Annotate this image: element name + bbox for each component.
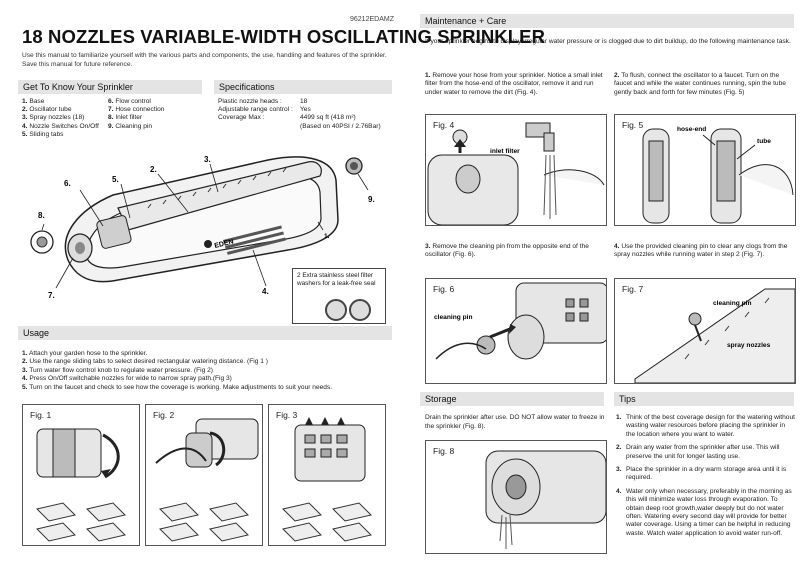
callout-9: 9. [368, 195, 375, 204]
part-item: 2. Oscillator tube [22, 106, 72, 114]
fig-2-illustration [155, 418, 259, 542]
maintenance-step-3: 3. Remove the cleaning pin from the oppo… [425, 243, 589, 259]
fig-1-illustration [36, 428, 126, 542]
part-item: 7. Hose connection [108, 106, 165, 114]
fig-3-illustration [282, 417, 372, 542]
spec-row: (Based on 40PSI / 2.76Bar) [300, 122, 381, 130]
spec-table: Plastic nozzle heads :18 Adjustable rang… [218, 98, 396, 131]
maintenance-header: Maintenance + Care [420, 14, 794, 28]
callout-4: 4. [262, 287, 269, 296]
spec-row: Coverage Max :4499 sq ft (418 m²) [218, 114, 356, 122]
tip-item: 2.Drain any water from the sprinkler aft… [616, 444, 780, 460]
parts-list-col2: 6. Flow control 7. Hose connection 8. In… [108, 98, 164, 131]
cleaning-pin-icon [688, 312, 702, 326]
fig-7-panel: Fig. 7 cleaning pin spray nozzles [614, 278, 796, 384]
storage-heading: Storage [425, 394, 457, 404]
fig-1-label: Fig. 1 [30, 410, 52, 420]
parts-list-col1: 1. Base 2. Oscillator tube 3. Spray nozz… [22, 98, 99, 139]
spec-row: Adjustable range control :Yes [218, 106, 311, 114]
maintenance-step-2: 2. To flush, connect the oscillator to a… [614, 72, 786, 96]
spec-row: Plastic nozzle heads :18 [218, 98, 308, 105]
washer-note-box: 2 Extra stainless steel filter washers f… [292, 268, 386, 324]
fig-6-illustration: cleaning pin [434, 282, 606, 360]
fig-8-label: Fig. 8 [433, 446, 455, 456]
get-to-know-header: Get To Know Your Sprinkler [18, 80, 202, 94]
fig-5-panel: Fig. 5 hose-end tube [614, 114, 796, 226]
callout-7: 7. [48, 291, 55, 300]
get-to-know-heading: Get To Know Your Sprinkler [23, 82, 133, 92]
fig-8-panel: Fig. 8 [425, 440, 607, 554]
sprinkler-diagram: EDEN 1. 2. 3. 4. 5. 6. 7. 8. 9. [30, 155, 375, 300]
tip-item: 4.Water only when necessary, preferably … [616, 487, 792, 537]
callout-2: 2. [150, 165, 157, 174]
part-item: 5. Sliding tabs [22, 130, 64, 138]
callout-8: 8. [38, 211, 45, 220]
part-item: 1. Base [22, 98, 45, 105]
usage-header: Usage [18, 326, 392, 340]
fig-7-illustration: cleaning pin spray nozzles [634, 288, 795, 383]
fig-4-label: Fig. 4 [433, 120, 455, 130]
fig-3-panel: Fig. 3 [268, 404, 386, 546]
fig-4-illustration: inlet filter [427, 122, 605, 225]
fig-6-panel: Fig. 6 cleaning pin [425, 278, 607, 384]
storage-text: Drain the sprinkler after use. DO NOT al… [425, 414, 605, 430]
oscillator-tube [117, 161, 322, 231]
usage-step: 5. Turn on the faucet and check to see h… [22, 383, 333, 391]
usage-step: 4. Press On/Off switchable nozzles for w… [22, 375, 232, 383]
fig-2-label: Fig. 2 [153, 410, 175, 420]
usage-step: 1. Attach your garden hose to the sprink… [22, 350, 148, 357]
intro-text: Use this manual to familiarize yourself … [22, 52, 387, 68]
fig-5-illustration: hose-end tube [642, 126, 794, 224]
usage-heading: Usage [23, 328, 50, 338]
washer-icon [325, 299, 347, 321]
part-item: 6. Flow control [108, 98, 151, 105]
specifications-heading: Specifications [219, 82, 275, 92]
tips-list: 1.Think of the best coverage design for … [616, 414, 796, 543]
tips-heading: Tips [619, 394, 636, 404]
fig-5-label: Fig. 5 [622, 120, 644, 130]
specifications-header: Specifications [214, 80, 392, 94]
document-code: 96212EDAMZ [350, 16, 394, 23]
part-item: 3. Spray nozzles (18) [22, 114, 85, 122]
maintenance-step-1: 1. Remove your hose from your sprinkler.… [425, 72, 603, 96]
brand-logo-icon [204, 240, 212, 248]
callout-6: 6. [64, 179, 71, 188]
fig-6-label: Fig. 6 [433, 284, 455, 294]
fig-4-panel: Fig. 4 inlet filter [425, 114, 607, 226]
usage-step: 3. Turn water flow control knob to regul… [22, 366, 213, 374]
usage-steps: 1. Attach your garden hose to the sprink… [22, 350, 397, 392]
callout-5: 5. [112, 175, 119, 184]
inlet-filter-label: inlet filter [490, 148, 520, 155]
fig-1-panel: Fig. 1 [22, 404, 140, 546]
callout-3: 3. [204, 155, 211, 164]
storage-header: Storage [420, 392, 604, 406]
fig-7-label: Fig. 7 [622, 284, 644, 294]
tip-item: 3.Place the sprinkler in a dry warm stor… [616, 466, 787, 482]
flow-control-knob [96, 215, 132, 249]
maintenance-intro: If your sprinkler begins to display irre… [425, 38, 791, 45]
tube-label: tube [757, 138, 771, 145]
brand-name: EDEN [214, 238, 235, 249]
maintenance-step-4: 4. Use the provided cleaning pin to clea… [614, 243, 788, 259]
part-item: 8. Inlet filter [108, 114, 143, 122]
fig-2-panel: Fig. 2 [145, 404, 263, 546]
part-item: 9. Cleaning pin [108, 122, 153, 130]
usage-step: 2. Use the range sliding tabs to select … [22, 358, 268, 366]
fig-8-illustration [485, 450, 606, 549]
page-title: 18 NOZZLES VARIABLE-WIDTH OSCILLATING SP… [22, 26, 546, 47]
fig-3-label: Fig. 3 [276, 410, 298, 420]
tip-item: 1.Think of the best coverage design for … [616, 414, 795, 438]
washer-note-text: 2 Extra stainless steel filter washers f… [297, 272, 376, 287]
maintenance-heading: Maintenance + Care [425, 16, 507, 26]
washer-icon [349, 299, 371, 321]
hose-end-label: hose-end [677, 126, 706, 133]
callout-1: 1. [324, 233, 330, 240]
spray-nozzles-label: spray nozzles [727, 342, 771, 349]
cleaning-pin-label: cleaning pin [713, 300, 751, 307]
part-item: 4. Nozzle Switches On/Off [22, 122, 99, 130]
tips-header: Tips [614, 392, 794, 406]
cleaning-pin-label: cleaning pin [434, 314, 472, 321]
